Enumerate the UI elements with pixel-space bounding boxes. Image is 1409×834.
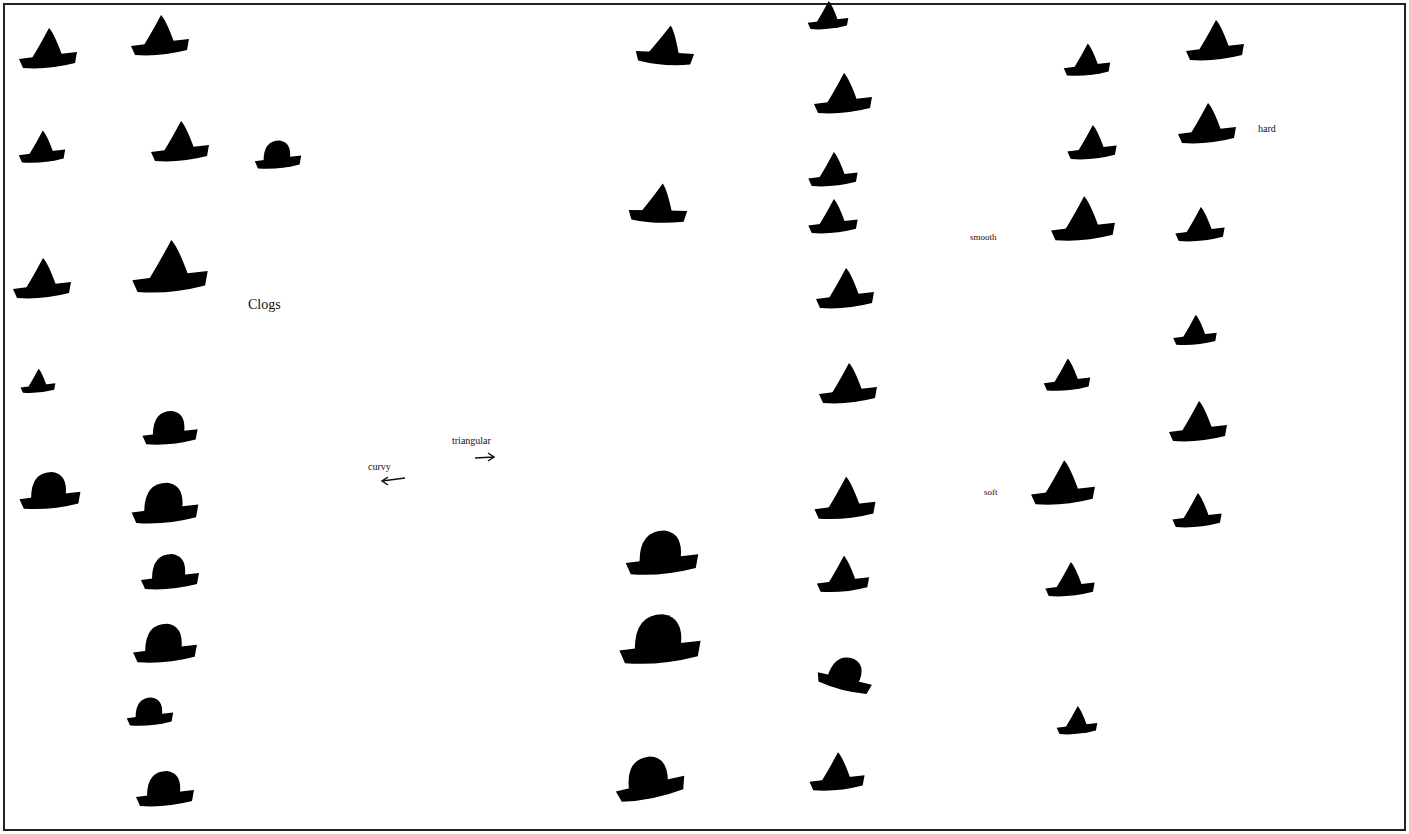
handwritten-note: smooth [970,233,997,242]
page-border [4,4,1405,830]
handwritten-note: hard [1258,124,1276,134]
handwritten-note: triangular [452,436,491,446]
handwritten-note: curvy [368,462,391,472]
silhouettes [13,1,1244,806]
handwritten-note: Clogs [248,298,281,312]
hand-arrows [382,453,494,485]
handwritten-note: soft [984,488,998,497]
